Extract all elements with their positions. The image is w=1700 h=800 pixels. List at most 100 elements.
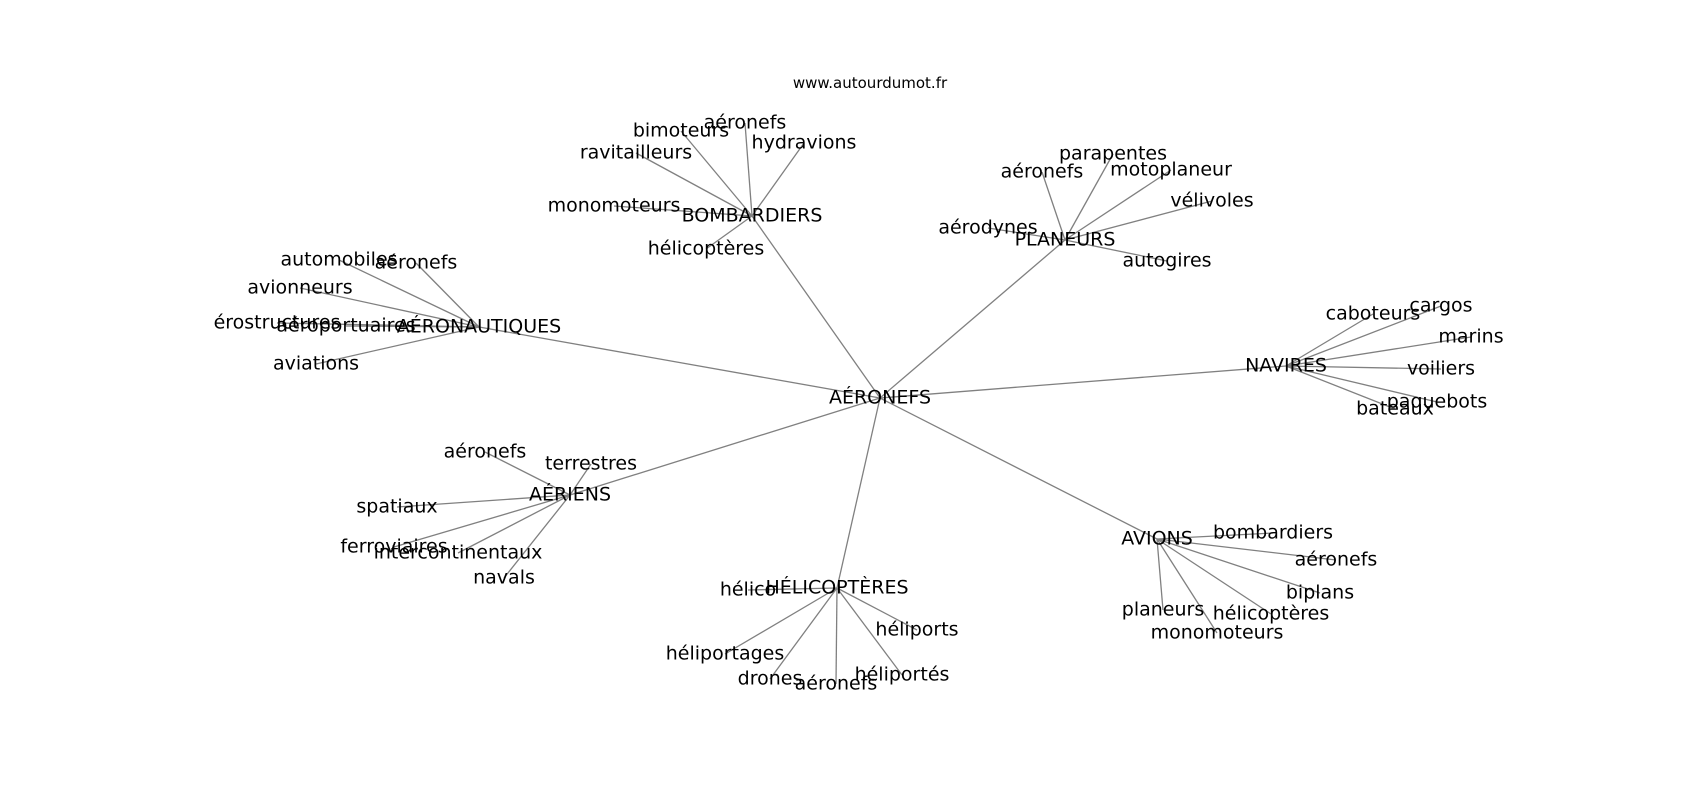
edge-aeronautiques-leaf-1 (415, 262, 480, 328)
leaf-node-label-navires-2: marins (1438, 326, 1503, 348)
edge-planeurs-leaf-1 (1041, 171, 1066, 241)
edge-aeriens-leaf-1 (569, 463, 592, 496)
edges (276, 122, 1472, 685)
edge-bombardiers-leaf-0 (744, 122, 753, 217)
edge-bombardiers-leaf-3 (635, 152, 753, 217)
leaf-node-label-aeronautiques-1: aéronefs (375, 252, 458, 274)
edge-aeriens-leaf-0 (484, 451, 571, 496)
node-labels: AÉRONEFSBOMBARDIERSaéronefsbimoteurshydr… (214, 112, 1504, 695)
edge-bombardiers-leaf-5 (705, 215, 753, 250)
leaf-node-label-avions-1: aéronefs (1295, 549, 1378, 571)
leaf-node-label-aeriens-2: spatiaux (356, 496, 437, 518)
leaf-node-label-navires-0: caboteurs (1326, 303, 1421, 325)
edge-planeurs-leaf-4 (987, 227, 1066, 241)
edge-aeronautiques-leaf-2 (299, 287, 480, 328)
edge-root-avions (879, 397, 1158, 540)
edge-aeriens-leaf-3 (393, 494, 571, 548)
leaf-node-label-planeurs-0: parapentes (1059, 143, 1167, 165)
leaf-node-label-aeriens-4: intercontinentaux (374, 542, 543, 564)
leaf-node-label-planeurs-3: vélivoles (1170, 190, 1253, 212)
leaf-node-label-navires-3: voiliers (1407, 358, 1475, 380)
edge-avions-leaf-2 (1156, 538, 1321, 594)
edge-planeurs-leaf-5 (1064, 239, 1168, 262)
leaf-node-label-helicopteres-3: aéronefs (795, 673, 878, 695)
leaf-node-label-avions-3: hélicoptères (1213, 603, 1330, 625)
edge-bombardiers-leaf-2 (751, 142, 805, 217)
edge-planeurs-leaf-3 (1064, 200, 1213, 241)
leaf-node-label-helicopteres-4: drones (738, 668, 803, 690)
leaf-node-label-avions-4: monomoteurs (1151, 622, 1284, 644)
edge-avions-leaf-1 (1156, 538, 1337, 561)
leaf-node-label-bombardiers-4: monomoteurs (548, 195, 681, 217)
edge-helicopteres-leaf-0 (747, 587, 838, 591)
leaf-node-label-avions-5: planeurs (1122, 599, 1204, 621)
leaf-node-label-aeriens-0: aéronefs (444, 441, 527, 463)
edge-root-navires (879, 365, 1287, 399)
leaf-node-label-bombardiers-1: bimoteurs (633, 120, 729, 142)
leaf-node-label-navires-4: paquebots (1387, 391, 1488, 413)
leaf-node-label-navires-5: bateaux (1356, 398, 1434, 420)
leaf-node-label-aeronautiques-2: avionneurs (247, 277, 352, 299)
root-node-label: AÉRONEFS (829, 386, 931, 409)
leaf-node-label-aeronautiques-5: aviations (273, 353, 359, 375)
edge-root-planeurs (879, 239, 1066, 399)
leaf-node-label-navires-1: cargos (1409, 295, 1472, 317)
edge-aeronautiques-leaf-4 (345, 325, 480, 328)
group-node-label-planeurs: PLANEURS (1015, 229, 1116, 251)
leaf-node-label-aeriens-1: terrestres (545, 453, 637, 475)
edge-helicopteres-leaf-4 (769, 587, 838, 680)
edge-avions-leaf-0 (1156, 532, 1274, 540)
edge-navires-leaf-1 (1285, 305, 1442, 367)
edge-avions-leaf-3 (1156, 538, 1272, 615)
leaf-node-label-bombardiers-0: aéronefs (704, 112, 787, 134)
edge-avions-leaf-4 (1156, 538, 1218, 634)
leaf-node-label-aeronautiques-4: aéroportuaires (276, 315, 415, 337)
edge-aeronautiques-leaf-5 (315, 326, 480, 365)
edge-root-aeronautiques (478, 326, 881, 399)
edge-aeriens-leaf-4 (457, 494, 571, 554)
leaf-node-label-bombardiers-5: hélicoptères (648, 238, 765, 260)
leaf-node-label-bombardiers-2: hydravions (752, 132, 857, 154)
edge-navires-leaf-3 (1285, 365, 1442, 370)
leaf-node-label-helicopteres-5: héliportages (666, 643, 785, 665)
edge-bombardiers-leaf-4 (613, 205, 753, 217)
leaf-node-label-planeurs-1: aéronefs (1001, 161, 1084, 183)
edge-aeriens-leaf-2 (396, 494, 571, 508)
leaf-node-label-helicopteres-2: héliportés (855, 664, 950, 686)
edge-navires-leaf-4 (1285, 365, 1438, 403)
leaf-node-label-helicopteres-0: hélico (720, 579, 776, 601)
edge-helicopteres-leaf-5 (724, 587, 838, 655)
group-node-label-helicopteres: HÉLICOPTÈRES (765, 576, 908, 599)
leaf-node-label-aeriens-3: ferroviaires (340, 536, 447, 558)
edge-planeurs-leaf-2 (1064, 169, 1172, 241)
group-node-label-aeriens: AÉRIENS (529, 483, 611, 506)
watermark: www.autourdumot.fr (793, 74, 948, 92)
leaf-node-label-bombardiers-3: ravitailleurs (580, 142, 692, 164)
group-node-label-navires: NAVIRES (1245, 355, 1327, 377)
edge-avions-leaf-5 (1156, 538, 1164, 611)
edge-bombardiers-leaf-1 (680, 130, 753, 217)
leaf-node-label-planeurs-5: autogires (1122, 250, 1211, 272)
group-node-label-aeronautiques: AÉRONAUTIQUES (397, 315, 561, 338)
leaf-node-label-aeronautiques-0: automobiles (280, 249, 397, 271)
edge-navires-leaf-0 (1285, 313, 1374, 367)
leaf-node-label-planeurs-4: aérodynes (938, 217, 1037, 239)
edge-helicopteres-leaf-2 (836, 587, 903, 676)
edge-navires-leaf-5 (1285, 365, 1396, 410)
leaf-node-label-avions-0: bombardiers (1213, 522, 1333, 544)
edge-root-aeriens (569, 397, 881, 496)
edge-root-helicopteres (836, 397, 881, 589)
edge-helicopteres-leaf-3 (835, 587, 838, 685)
leaf-node-label-aeronautiques-3: érostructures (214, 312, 341, 334)
edge-aeriens-leaf-5 (503, 494, 571, 579)
edge-aeronautiques-leaf-0 (338, 259, 480, 328)
leaf-node-label-aeriens-5: navals (473, 567, 535, 589)
edge-navires-leaf-2 (1285, 336, 1472, 367)
edge-root-bombardiers (751, 215, 881, 399)
leaf-node-label-avions-2: biplans (1286, 582, 1354, 604)
edge-planeurs-leaf-0 (1064, 153, 1114, 241)
leaf-node-label-planeurs-2: motoplaneur (1110, 159, 1232, 181)
group-node-label-avions: AVIONS (1121, 528, 1193, 550)
edge-helicopteres-leaf-1 (836, 587, 918, 631)
